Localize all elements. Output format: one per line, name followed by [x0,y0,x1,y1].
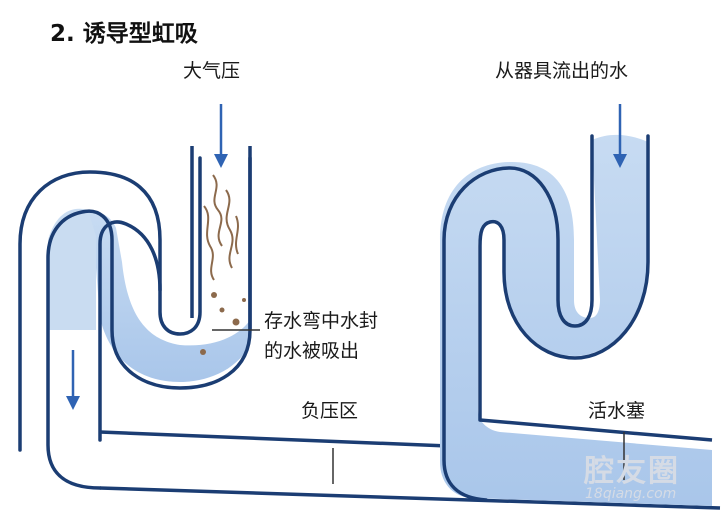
label-seal-sucked-line1: 存水弯中水封 [264,310,379,332]
arrow-down-atmospheric [214,104,228,168]
label-water-plug: 活水塞 [588,400,646,422]
left-trap-water [78,212,250,382]
right-trap-water [440,134,712,506]
watermark-logo: 腔友圈 [584,454,680,489]
left-riser-water-edge [48,306,96,330]
debris-dots [200,292,246,355]
arrow-down-left-riser [66,350,80,410]
right-trap-inner-wall [442,134,594,502]
drain-pipe-top-wall [99,430,449,448]
right-trap-bottom-wall [479,418,713,442]
label-negative-pressure-zone: 负压区 [301,400,359,422]
debris-particles [203,174,239,281]
watermark-site: 18qiang.com [585,486,677,502]
label-atmospheric-pressure: 大气压 [183,60,241,82]
right-trap-outer-wall [478,134,650,422]
left-riser-water [48,208,96,322]
drain-pipe-bottom-wall [99,486,721,510]
label-water-from-fixture: 从器具流出的水 [495,60,629,82]
label-seal-sucked-line2: 的水被吸出 [264,340,360,362]
arrow-down-inflow [613,104,627,168]
left-trap-inner-loop [98,220,162,442]
diagram-title: 2. 诱导型虹吸 [50,21,198,47]
left-trap-inner-wall [18,156,202,452]
